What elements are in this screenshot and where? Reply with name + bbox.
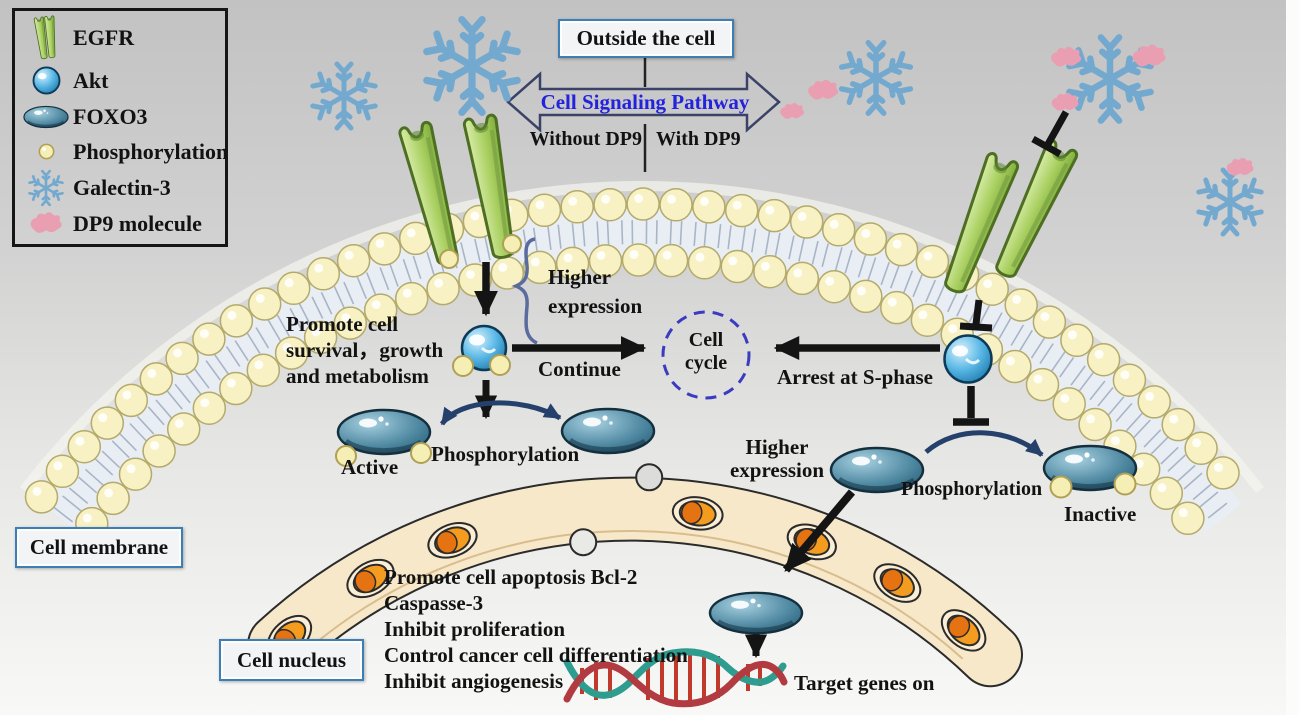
dna-strand-red [563, 661, 788, 708]
nuclear-pore [873, 563, 922, 603]
galectin3-icon [1069, 37, 1150, 120]
legend-label: Galectin-3 [73, 175, 171, 200]
dp9-molecule-icon [780, 102, 805, 119]
nuclear-pore [940, 609, 987, 652]
effect-line: Control cancer cell differentiation [384, 643, 688, 667]
legend-item-foxo3: FOXO3 [19, 99, 225, 135]
inactive-label: Inactive [1064, 502, 1137, 526]
galectin3-icon [313, 64, 375, 128]
phosphate [439, 249, 459, 269]
nuclear-pore [671, 496, 724, 531]
phosphate [502, 234, 522, 254]
dna-helix [563, 648, 788, 708]
foxo3-in-nucleus [710, 593, 802, 633]
nucleus-effects-list: Promote cell apoptosis Bcl-2 Caspasse-3 … [384, 564, 688, 694]
dp9-molecule-icon [1132, 44, 1166, 67]
cell-nucleus-box: Cell nucleus [219, 639, 364, 681]
phosphorylation-label-right: Phosphorylation [901, 478, 1043, 500]
outside-cell-box: Outside the cell [558, 19, 734, 58]
legend-label: Phosphorylation [73, 138, 229, 164]
egfr-receptor-right-pair [936, 137, 1081, 299]
foxo3-icon [19, 104, 73, 130]
legend-item-egfr: EGFR [19, 14, 225, 62]
phosphorylation-label-left: Phosphorylation [431, 442, 580, 466]
dp9-molecule-icon [1226, 157, 1254, 176]
legend-label: Akt [73, 67, 109, 93]
dp9-molecule-icon [1051, 92, 1079, 111]
curve-arrow-phosphorylation-left [439, 400, 562, 426]
continue-label: Continue [538, 357, 621, 381]
legend-item-dp9: DP9 molecule [19, 208, 225, 240]
egfr-receptor-left-pair [396, 112, 522, 270]
dna-strand-teal [563, 648, 787, 699]
akt-right [943, 334, 993, 384]
akt-phosphate [489, 354, 511, 376]
galectin3-icon [842, 43, 911, 113]
legend-item-akt: Akt [19, 62, 225, 99]
promote-cell-text: Promote cell survival，growth and metabol… [286, 312, 444, 388]
curve-arrow-phosphorylation-right [924, 430, 1044, 457]
tbar-dp9-to-egfr [1043, 110, 1070, 148]
effect-line: Promote cell apoptosis Bcl-2 [384, 565, 638, 589]
cell-membrane-bilayer [20, 180, 1264, 541]
arrow-foxo3-into-nucleus [782, 489, 856, 573]
effect-line: Caspasse-3 [384, 591, 484, 615]
effect-line: Inhibit proliferation [384, 617, 566, 641]
figure-margin [1286, 0, 1299, 715]
cell-cycle-label: Cell cycle [684, 329, 728, 374]
legend-item-phosphorylation: Phosphorylation [19, 135, 229, 168]
dp9-molecule-icon [808, 79, 839, 100]
higher-expression-brace [511, 237, 538, 345]
akt-icon [19, 65, 73, 96]
legend-label: FOXO3 [73, 104, 148, 129]
nuclear-pore [427, 522, 478, 559]
arrest-s-phase-label: Arrest at S-phase [777, 365, 933, 389]
legend-label: EGFR [73, 25, 135, 50]
dp9-icon [19, 212, 73, 236]
akt-phosphate [452, 355, 474, 377]
foxo3-phosphates [335, 442, 1137, 499]
without-dp9-label: Without DP9 [529, 128, 642, 150]
cell-cycle-circle [661, 310, 751, 400]
legend-label: DP9 molecule [73, 211, 202, 236]
legend-item-galectin3: Galectin-3 [19, 168, 225, 208]
tbar-egfr-to-akt [972, 299, 983, 325]
pathway-title: Cell Signaling Pathway [540, 90, 750, 114]
legend-box: EGFR Akt FOXO3 Phosphorylation Galectin-… [12, 8, 228, 247]
double-headed-arrow-outline [506, 71, 781, 133]
galectin3-icon [427, 20, 518, 113]
galectin3-icon [1199, 170, 1261, 234]
galectin3-icon [19, 169, 73, 207]
target-genes-label: Target genes on [794, 671, 935, 695]
phosphorylation-icon [19, 142, 73, 161]
nuclear-pore [346, 558, 395, 599]
active-label: Active [341, 455, 399, 479]
higher-expression-left: Higher expression [548, 265, 643, 318]
with-dp9-label: With DP9 [656, 128, 741, 150]
egfr-icon [19, 14, 73, 62]
cell-membrane-box: Cell membrane [15, 527, 183, 568]
higher-expression-right: Higher expression [729, 435, 825, 482]
inhibition-tbars [953, 110, 1070, 426]
effect-line: Inhibit angiogenesis [384, 669, 564, 693]
